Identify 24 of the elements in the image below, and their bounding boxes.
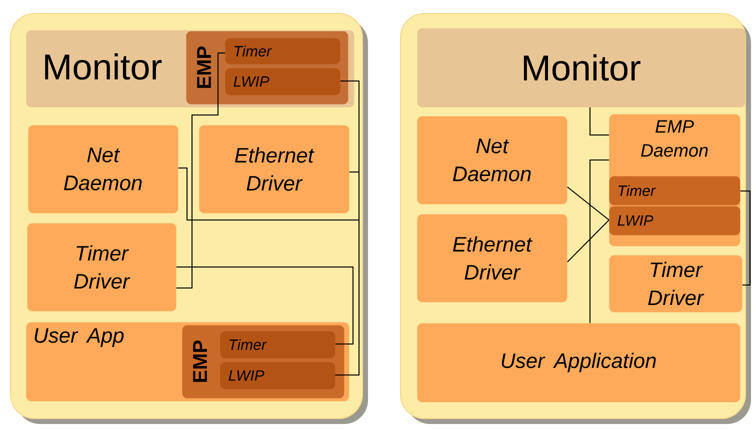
component-box: Ethernet Driver — [417, 214, 568, 302]
connector-line — [176, 52, 226, 288]
component-box: Timer Driver — [27, 223, 176, 312]
application-box: User Application — [417, 323, 740, 402]
module-box: Timer — [220, 331, 336, 358]
node-label: Timer — [618, 184, 656, 196]
component-box: Ethernet Driver — [199, 125, 350, 214]
module-box: Timer — [609, 176, 740, 206]
component-box: Timer Driver — [609, 255, 742, 312]
module-box: LWIP — [220, 362, 336, 390]
component-box: Net Daemon — [28, 125, 178, 214]
connector-line — [178, 168, 360, 376]
connector-line — [590, 160, 610, 324]
connector-line — [590, 106, 610, 136]
connector-line — [176, 266, 354, 344]
connector-line — [566, 220, 610, 262]
connector-line — [740, 190, 750, 286]
monitor-box: Monitor — [417, 28, 746, 108]
node-label: LWIP — [618, 215, 654, 226]
module-box: LWIP — [225, 68, 340, 96]
module-box: LWIP — [609, 206, 740, 236]
component-box: Net Daemon — [417, 116, 568, 204]
connector-line — [566, 186, 610, 220]
module-box: Timer — [225, 38, 340, 64]
